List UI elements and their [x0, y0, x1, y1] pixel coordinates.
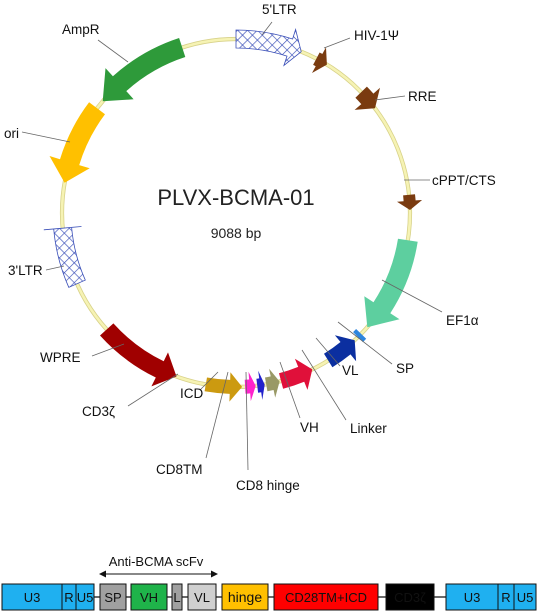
scfv-bracket-arrow: [99, 570, 218, 578]
leader-ef1a: [381, 279, 443, 313]
construct-label-u5a: U5: [77, 590, 94, 605]
construct-box-u3a: [1, 583, 63, 611]
label-5ltr: 5'LTR: [262, 2, 297, 17]
label-cd8hinge: CD8 hinge: [236, 478, 300, 493]
leader-3ltr: [45, 265, 65, 271]
feature-labels: 5'LTR HIV-1Ψ RRE cPPT/CTS EF1α SP VL Lin…: [4, 2, 496, 493]
construct-box-l: [171, 583, 183, 611]
ltr3-arrow: [43, 226, 86, 288]
plasmid-name: PLVX-BCMA-01: [157, 185, 314, 210]
construct-label-vl: VL: [194, 590, 210, 605]
leader-wpre: [91, 343, 125, 357]
cppt-arrow: [397, 194, 423, 210]
leader-vl: [315, 337, 341, 367]
label-cd8tm: CD8TM: [156, 462, 203, 477]
rre-arrow: [354, 86, 380, 110]
label-cd3z: CD3ζ: [82, 404, 115, 419]
cd8tm-arrow: [256, 370, 265, 400]
wpre-arrow: [100, 323, 177, 387]
leader-ori: [21, 131, 71, 143]
label-3ltr: 3'LTR: [8, 263, 43, 278]
cd8-hinge-arrow: [265, 368, 280, 398]
label-wpre: WPRE: [40, 350, 81, 365]
construct-box-u5a: [75, 583, 95, 611]
construct-label-l: L: [173, 590, 180, 605]
hiv-psi-arrow: [312, 47, 327, 73]
label-sp: SP: [396, 361, 414, 376]
construct-label-vh: VH: [140, 590, 158, 605]
construct-label-u3a: U3: [24, 590, 41, 605]
plasmid-size: 9088 bp: [211, 225, 262, 241]
construct-box-vh: [130, 583, 168, 611]
label-ori: ori: [4, 126, 19, 141]
construct-label-hinge: hinge: [228, 589, 262, 605]
construct-label-sp: SP: [104, 590, 121, 605]
leader-cd8hinge: [245, 371, 249, 471]
feature-arrows: [43, 28, 423, 402]
scfv-label: Anti-BCMA scFv: [109, 554, 204, 569]
label-rre: RRE: [408, 89, 437, 104]
construct-label-cd28: CD28TM+ICD: [285, 590, 367, 605]
ltr5-arrow: [235, 28, 302, 67]
leader-sp: [337, 321, 393, 365]
construct-label-cd3z: CD3ζ: [394, 590, 426, 605]
construct-label-rb: R: [501, 590, 510, 605]
icd-arrow: [244, 371, 256, 402]
label-icd: ICD: [180, 386, 204, 401]
leader-icd: [199, 371, 219, 391]
label-ef1a: EF1α: [446, 313, 479, 328]
ampr-arrow: [102, 38, 186, 102]
leader-rre: [374, 95, 406, 101]
construct-label-u3b: U3: [464, 590, 481, 605]
label-linker: Linker: [350, 421, 387, 436]
construct-box-u3b: [445, 583, 499, 611]
ef1a-arrow: [364, 238, 418, 328]
construct-box-cd28: [273, 583, 379, 611]
leader-ampr: [97, 39, 129, 63]
construct-box-u5b: [513, 583, 537, 611]
vl-arrow: [324, 335, 357, 368]
leader-vh: [279, 361, 301, 419]
ori-arrow: [49, 102, 105, 183]
label-cppt: cPPT/CTS: [432, 173, 496, 188]
cd3z-arrow: [204, 372, 243, 402]
construct-box-vl: [187, 583, 217, 611]
leader-linker: [301, 349, 347, 421]
construct-label-ra: R: [64, 590, 73, 605]
label-ampr: AmpR: [62, 22, 100, 37]
label-hiv: HIV-1Ψ: [354, 28, 399, 43]
leader-5ltr: [261, 21, 273, 36]
construct-label-u5b: U5: [517, 590, 534, 605]
leader-cd8tm: [205, 371, 229, 459]
construct-box-sp: [99, 583, 127, 611]
construct-diagram: Anti-BCMA scFv U3 R U5 SP VH L VL hinge CD28TM+I…: [1, 554, 537, 611]
leader-lines: [21, 21, 443, 471]
label-vl: VL: [342, 363, 359, 378]
leader-hiv: [323, 37, 351, 49]
label-vh: VH: [300, 420, 319, 435]
construct-box-cd3z: [385, 583, 435, 611]
leader-cd3z: [127, 373, 179, 407]
construct-box-hinge: [221, 583, 269, 611]
